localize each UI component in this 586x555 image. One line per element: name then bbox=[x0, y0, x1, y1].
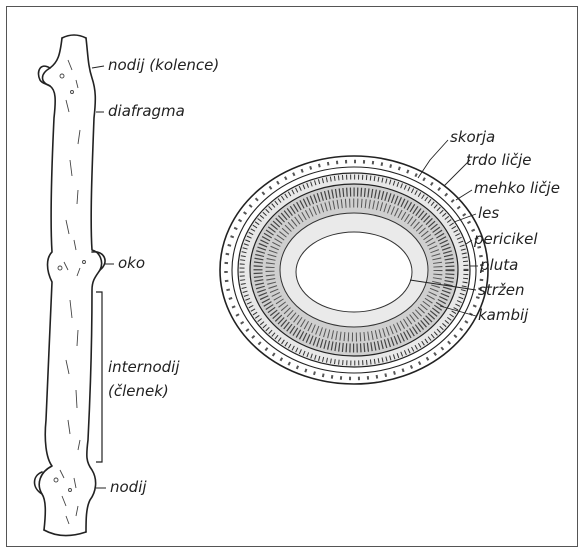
label-eye: oko bbox=[118, 256, 145, 271]
label-pith: stržen bbox=[478, 283, 524, 298]
label-hard-phloem: trdo ličje bbox=[466, 153, 532, 168]
cross-section-drawing bbox=[220, 156, 488, 384]
label-soft-phloem: mehko ličje bbox=[474, 181, 560, 196]
label-bark: skorja bbox=[450, 130, 495, 145]
label-pericycle: pericikel bbox=[474, 232, 538, 247]
label-cambium: kambij bbox=[478, 308, 528, 323]
pith bbox=[296, 232, 412, 312]
label-cork: pluta bbox=[480, 258, 518, 273]
stem-bottom-cut bbox=[44, 530, 86, 536]
label-internode: internodij bbox=[108, 360, 180, 375]
label-diaphragm: diafragma bbox=[108, 104, 185, 119]
stem-left-outline bbox=[39, 38, 62, 530]
label-wood: les bbox=[478, 206, 499, 221]
internode-bracket bbox=[96, 292, 102, 462]
label-internode-sub: (členek) bbox=[108, 384, 169, 399]
label-node-bottom: nodij bbox=[110, 480, 147, 495]
bark-texture bbox=[54, 60, 86, 524]
stem-top-cut bbox=[62, 35, 86, 38]
label-node-top: nodij (kolence) bbox=[108, 58, 219, 73]
